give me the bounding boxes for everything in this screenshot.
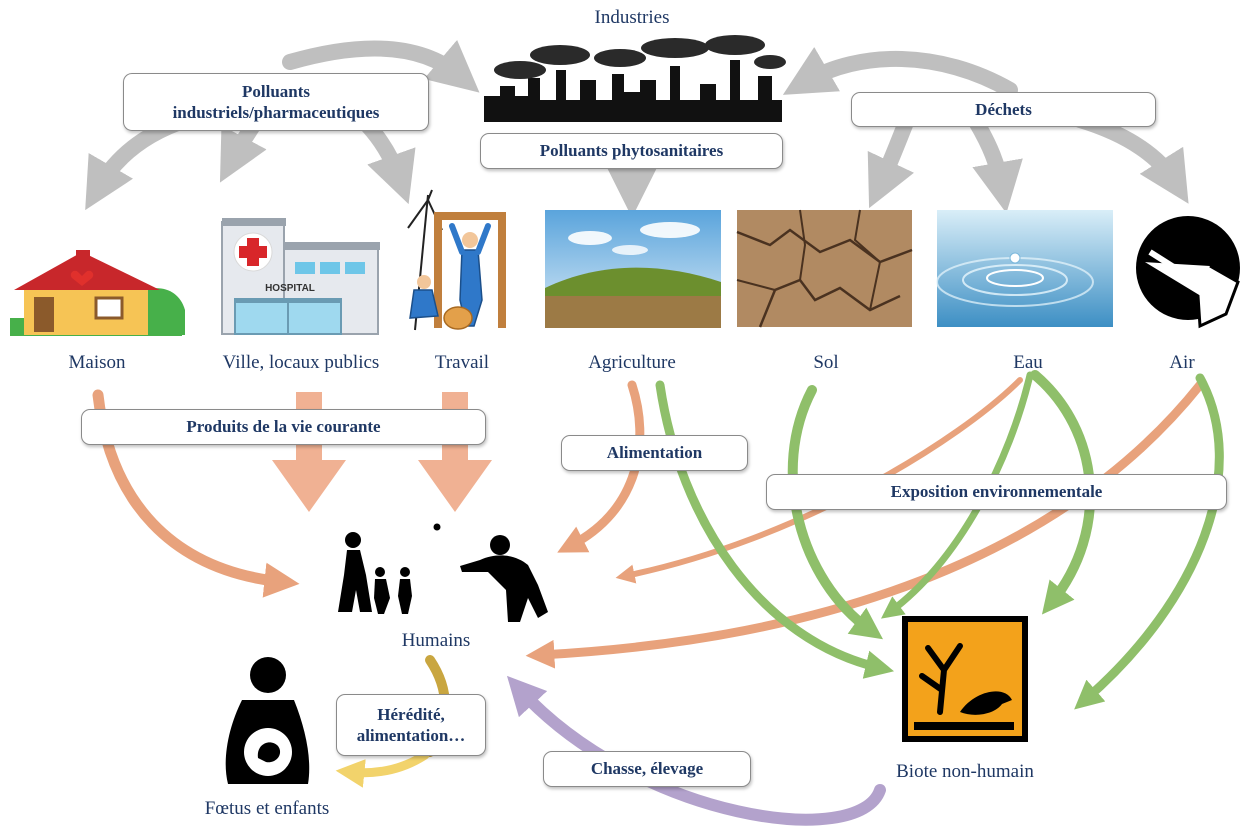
arrow-biote-humains — [506, 675, 886, 826]
hospital-sign: HOSPITAL — [265, 283, 315, 294]
house-icon — [10, 250, 185, 336]
node-foetus: Fœtus et enfants — [204, 798, 330, 819]
humans-silhouette-icon — [338, 523, 548, 622]
agriculture-photo — [545, 210, 721, 328]
node-humains: Humains — [401, 630, 471, 651]
factory-icon — [484, 35, 786, 122]
node-sol: Sol — [813, 352, 839, 373]
box-heredite: Hérédité, alimentation… — [336, 694, 486, 756]
arrow-travail-humains — [418, 392, 492, 512]
arrow-air-biote — [1074, 373, 1224, 710]
water-photo — [936, 210, 1113, 327]
box-chasse-elevage: Chasse, élevage — [543, 751, 751, 787]
arrow-to-sol — [867, 117, 915, 209]
soil-photo — [736, 209, 913, 328]
node-agriculture: Agriculture — [588, 352, 676, 373]
node-ville: Ville, locaux publics — [222, 352, 380, 373]
arrow-to-air — [1072, 112, 1189, 204]
node-air: Air — [1169, 352, 1195, 373]
arrow-ville-humains — [272, 392, 346, 512]
arrow-agri-humains — [557, 380, 645, 553]
box-dechets: Déchets — [851, 92, 1156, 127]
box-produits-vie-courante: Produits de la vie courante — [81, 409, 486, 445]
box-polluants-phytosanitaires: Polluants phytosanitaires — [480, 133, 783, 169]
box-polluants-industriels: Polluants industriels/pharmaceutiques — [123, 73, 429, 131]
workers-icon — [407, 189, 506, 331]
node-industries: Industries — [594, 7, 670, 28]
node-eau: Eau — [1013, 352, 1043, 373]
hospital-icon: HOSPITAL — [221, 218, 380, 335]
arrow-to-industries-left — [282, 39, 480, 93]
arrow-to-industries-right — [782, 47, 1018, 98]
box-exposition-environnementale: Exposition environnementale — [766, 474, 1227, 510]
environmental-hazard-icon — [902, 616, 1028, 742]
arrow-sol-biote — [787, 385, 884, 640]
pregnant-woman-icon — [225, 657, 310, 784]
node-travail: Travail — [434, 352, 490, 373]
node-maison: Maison — [68, 352, 126, 373]
node-biote: Biote non-humain — [896, 761, 1034, 782]
box-alimentation: Alimentation — [561, 435, 748, 471]
arrow-humains-foetus-tail — [335, 750, 430, 788]
air-mask-icon — [1136, 216, 1240, 329]
arrow-to-eau — [967, 112, 1023, 214]
